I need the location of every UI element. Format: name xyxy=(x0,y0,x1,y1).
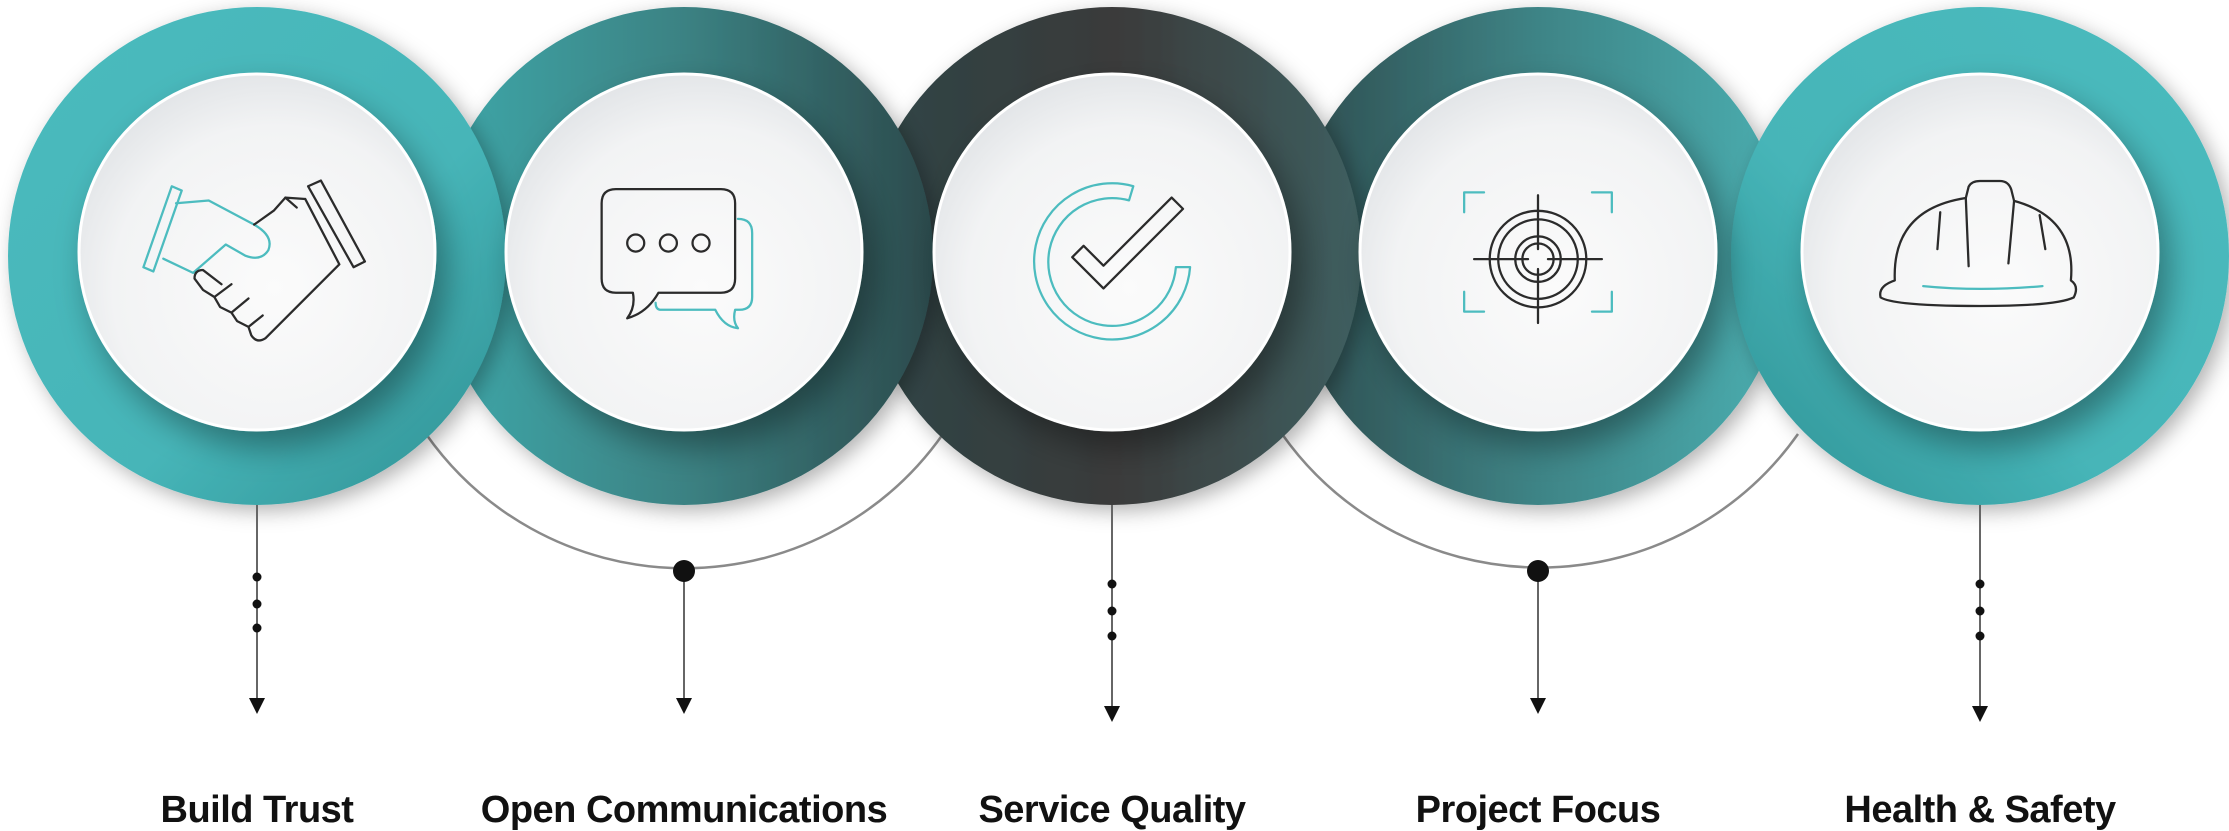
arrow-down-icon xyxy=(1972,706,1988,722)
target-icon xyxy=(1463,191,1613,325)
label-service-quality: Service Quality xyxy=(978,789,1245,831)
label-open-communications: Open Communications xyxy=(481,789,887,831)
label-build-trust: Build Trust xyxy=(161,789,355,831)
disc-open-communications xyxy=(504,72,864,432)
connector-project-focus xyxy=(1527,560,1549,714)
disc-build-trust xyxy=(77,72,437,432)
chat-bubbles-icon xyxy=(600,187,754,330)
check-circle-icon xyxy=(1032,182,1192,341)
disc-health-safety xyxy=(1800,72,2160,432)
handshake-icon xyxy=(142,179,367,342)
connector-health-safety xyxy=(1972,505,1988,722)
hard-hat-icon xyxy=(1879,179,2078,308)
arrow-down-icon xyxy=(249,698,265,714)
label-project-focus: Project Focus xyxy=(1416,789,1661,831)
arrow-down-icon xyxy=(1104,706,1120,722)
disc-service-quality xyxy=(932,72,1292,432)
arrow-down-icon xyxy=(676,698,692,714)
node-dot xyxy=(673,560,695,582)
node-dot xyxy=(1527,560,1549,582)
disc-project-focus xyxy=(1358,72,1718,432)
connector-service-quality xyxy=(1104,505,1120,722)
label-health-safety: Health & Safety xyxy=(1844,789,2116,831)
connector-build-trust xyxy=(249,505,265,714)
arrow-down-icon xyxy=(1530,698,1546,714)
connector-open-communications xyxy=(673,560,695,714)
